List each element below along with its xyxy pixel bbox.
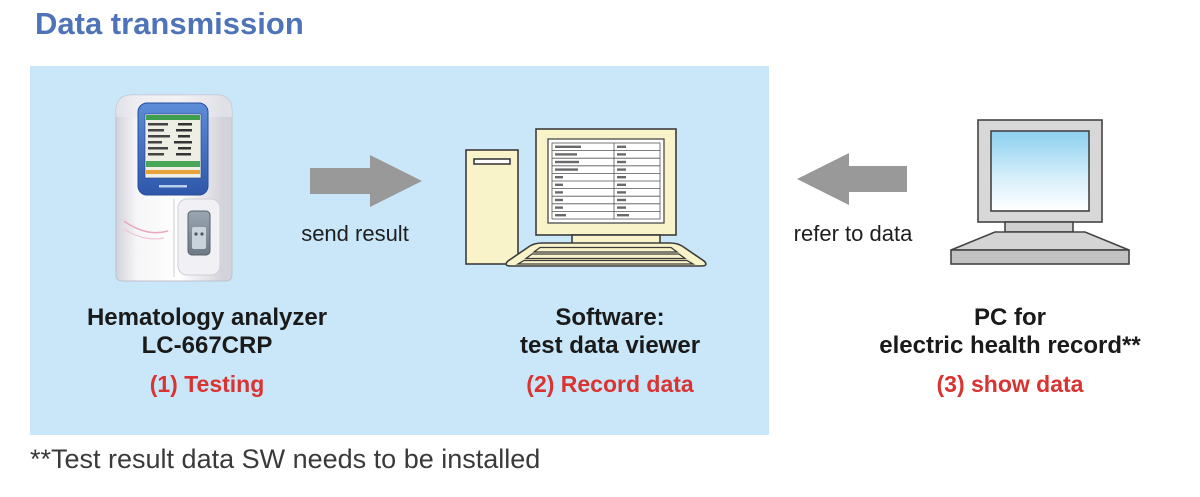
node1-title-line1: Hematology analyzer [86,304,328,331]
desktop-computer-icon [456,122,712,272]
node3-step: (3) show data [936,371,1084,397]
pc-monitor-icon [942,117,1138,273]
node1-title-line2: LC-667CRP [141,332,273,359]
node1-step: (1) Testing [149,371,265,397]
arrow-left-icon [797,153,907,205]
node1-title: Hematology analyzer LC-667CRP [37,304,377,360]
node2-title-line2: test data viewer [519,332,701,359]
arrow2-label: refer to data [793,221,913,246]
hematology-analyzer-icon [104,87,244,289]
node2-title: Software: test data viewer [440,304,780,360]
node2-title-line1: Software: [555,304,665,331]
footnote: **Test result data SW needs to be instal… [30,444,541,474]
page-title: Data transmission [35,6,304,41]
node3-title: PC for electric health record** [840,304,1180,360]
node3-title-line2: electric health record** [879,332,1141,359]
arrow-right-icon [310,155,422,207]
node2-step: (2) Record data [526,371,694,397]
node3-title-line1: PC for [974,304,1046,331]
arrow1-label: send result [301,221,409,246]
